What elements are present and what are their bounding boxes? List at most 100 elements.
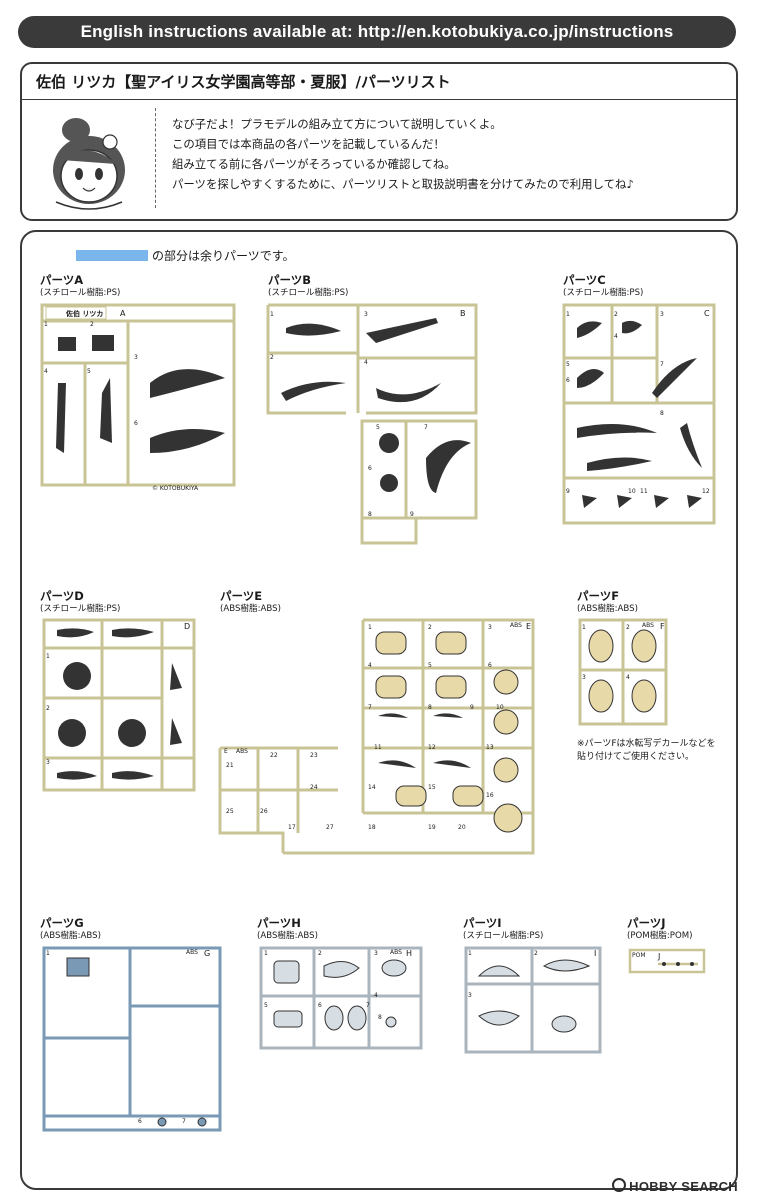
- runner-g: [42, 946, 222, 1132]
- part-i-number: 3: [468, 992, 472, 999]
- part-e-number: 16: [486, 792, 494, 799]
- part-c-number: 6: [566, 377, 570, 384]
- runner-h: [259, 946, 423, 1050]
- runner-d: [42, 618, 196, 792]
- part-e-number: 25: [226, 808, 234, 815]
- runner-a: [40, 303, 236, 487]
- part-a-number: 6: [134, 420, 138, 427]
- runner-j: [628, 948, 706, 974]
- part-b-number: 8: [368, 511, 372, 518]
- part-a-number: 2: [90, 321, 94, 328]
- part-e-number: 22: [270, 752, 278, 759]
- part-e-number: 7: [368, 704, 372, 711]
- runner-e-abs-mark: ABS: [510, 622, 522, 629]
- runner-h-tag: H: [406, 949, 413, 958]
- part-c-number: 12: [702, 488, 710, 495]
- runner-h-abs-mark: ABS: [390, 949, 402, 956]
- part-i-number: 2: [534, 950, 538, 957]
- part-e-number: 11: [374, 744, 382, 751]
- part-e-number: 15: [428, 784, 436, 791]
- part-a-number: 4: [44, 368, 48, 375]
- part-e-number: 18: [368, 824, 376, 831]
- part-b-number: 7: [424, 424, 428, 431]
- part-e-number: 4: [368, 662, 372, 669]
- part-f-decal-note: ※パーツFは水転写デカールなどを 貼り付けてご使用ください。: [577, 738, 716, 764]
- intro-line: この項目では本商品の各パーツを記載しているんだ！: [172, 137, 445, 151]
- intro-line: 組み立てる前に各パーツがそろっているか確認してね。: [172, 157, 456, 171]
- runner-b: [266, 303, 478, 545]
- part-c-number: 5: [566, 361, 570, 368]
- runner-e-abs-mark-lower: ABS: [236, 748, 248, 755]
- runner-e-tag-lower: E: [224, 748, 228, 755]
- runner-b-tag: B: [460, 309, 466, 318]
- part-d-number: 2: [46, 705, 50, 712]
- part-c-number: 4: [614, 333, 618, 340]
- part-j-label: パーツJ(POM樹脂:POM): [627, 916, 693, 942]
- runner-e-tag: E: [526, 622, 532, 631]
- part-c-number: 8: [660, 410, 664, 417]
- intro-panel: 佐伯 リツカ【聖アイリス女学園高等部・夏服】/パーツリスト なび子だよ！プラモデ…: [20, 62, 738, 221]
- intro-divider: [155, 108, 156, 208]
- runner-j-pom-mark: POM: [632, 952, 646, 959]
- part-h-number: 2: [318, 950, 322, 957]
- part-g-label: パーツG(ABS樹脂:ABS): [40, 916, 101, 942]
- part-b-number: 4: [364, 359, 368, 366]
- part-e-number: 9: [470, 704, 474, 711]
- parts-list-title: 佐伯 リツカ【聖アイリス女学園高等部・夏服】/パーツリスト: [22, 64, 736, 100]
- part-f-label: パーツF(ABS樹脂:ABS): [577, 589, 638, 615]
- runner-c: [562, 303, 716, 525]
- part-h-number: 8: [378, 1014, 382, 1021]
- spare-parts-legend-text: の部分は余りパーツです。: [152, 249, 295, 263]
- part-e-number: 2: [428, 624, 432, 631]
- runner-c-tag: C: [704, 309, 710, 318]
- part-h-label: パーツH(ABS樹脂:ABS): [257, 916, 318, 942]
- part-d-number: 1: [46, 653, 50, 660]
- part-c-label: パーツC(スチロール樹脂:PS): [563, 273, 644, 299]
- part-h-number: 4: [374, 992, 378, 999]
- part-c-number: 1: [566, 311, 570, 318]
- part-e-number: 5: [428, 662, 432, 669]
- part-f-number: 1: [582, 624, 586, 631]
- part-d-number: 3: [46, 759, 50, 766]
- part-e-number: 21: [226, 762, 234, 769]
- part-a-number: 3: [134, 354, 138, 361]
- part-c-number: 2: [614, 311, 618, 318]
- part-d-label: パーツD(スチロール樹脂:PS): [40, 589, 121, 615]
- runner-f-abs-mark: ABS: [642, 622, 654, 629]
- part-c-number: 11: [640, 488, 648, 495]
- part-h-number: 7: [366, 1002, 370, 1009]
- part-f-number: 4: [626, 674, 630, 681]
- part-b-label: パーツB(スチロール樹脂:PS): [268, 273, 349, 299]
- part-e-number: 26: [260, 808, 268, 815]
- runner-a-tag: A: [120, 309, 126, 318]
- note-line: 貼り付けてご使用ください。: [577, 752, 695, 762]
- part-h-number: 5: [264, 1002, 268, 1009]
- runner-i-tag: I: [594, 949, 597, 958]
- part-c-number: 7: [660, 361, 664, 368]
- part-e-number: 24: [310, 784, 318, 791]
- runner-i: [464, 946, 602, 1054]
- part-e-number: 8: [428, 704, 432, 711]
- part-b-number: 1: [270, 311, 274, 318]
- part-i-label: パーツI(スチロール樹脂:PS): [463, 916, 544, 942]
- part-b-number: 2: [270, 354, 274, 361]
- part-a-label: パーツA(スチロール樹脂:PS): [40, 273, 121, 299]
- part-e-number: 23: [310, 752, 318, 759]
- part-c-number: 9: [566, 488, 570, 495]
- part-e-number: 1: [368, 624, 372, 631]
- part-a-number: 1: [44, 321, 48, 328]
- runner-j-tag: J: [658, 952, 661, 961]
- spare-parts-swatch: [76, 250, 148, 261]
- instructions-url-banner: English instructions available at: http:…: [18, 16, 736, 48]
- part-g-number: 1: [46, 950, 50, 957]
- part-b-number: 5: [376, 424, 380, 431]
- part-g-number: 6: [138, 1118, 142, 1125]
- runner-a-name-tag: 佐伯 リツカ: [66, 310, 104, 318]
- copyright-mark: © KOTOBUKIYA: [152, 485, 199, 492]
- intro-text: なび子だよ！プラモデルの組み立て方について説明していくよ。 この項目では本商品の…: [172, 114, 634, 194]
- part-e-number: 3: [488, 624, 492, 631]
- part-h-number: 6: [318, 1002, 322, 1009]
- runner-f: [578, 618, 668, 726]
- part-e-number: 13: [486, 744, 494, 751]
- part-c-number: 3: [660, 311, 664, 318]
